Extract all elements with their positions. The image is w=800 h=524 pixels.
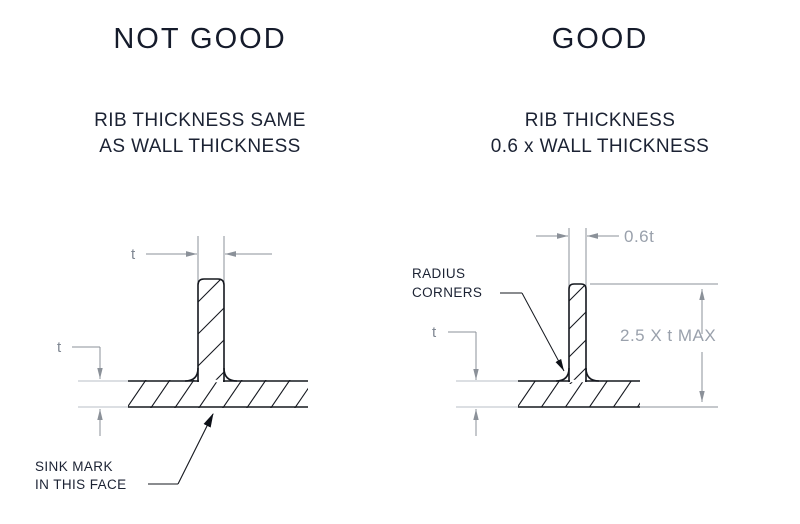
rib-section-good xyxy=(555,283,600,384)
rib-thickness-label-not-good: t xyxy=(131,246,136,263)
rib-thickness-dimension-good: 0.6t xyxy=(536,227,654,292)
panel-title-good: GOOD xyxy=(551,23,649,55)
rib-section-not-good xyxy=(184,278,238,383)
panel-title-not-good: NOT GOOD xyxy=(113,23,287,55)
subtitle-line-2: 0.6 x WALL THICKNESS xyxy=(490,136,710,157)
panel-not-good: NOT GOOD RIB THICKNESS SAME AS WALL THIC… xyxy=(0,23,400,492)
drawing-not-good: t t xyxy=(35,236,308,492)
wall-thickness-dimension-good: t xyxy=(432,324,518,436)
wall-thickness-dimension-not-good: t xyxy=(57,339,128,436)
callout-radius-corners: RADIUS CORNERS xyxy=(412,266,565,372)
sink-mark-line-2: IN THIS FACE xyxy=(35,477,127,492)
callout-sink-mark: SINK MARK IN THIS FACE xyxy=(35,413,214,492)
subtitle-line-2: AS WALL THICKNESS xyxy=(99,136,301,157)
panel-good: GOOD RIB THICKNESS 0.6 x WALL THICKNESS xyxy=(400,0,800,524)
wall-thickness-label-not-good: t xyxy=(57,339,62,356)
rib-height-dimension-good: 2.5 X t MAX xyxy=(590,283,718,408)
panel-subtitle-good: RIB THICKNESS 0.6 x WALL THICKNESS xyxy=(400,108,800,160)
sink-mark-line-1: SINK MARK xyxy=(35,459,113,474)
radius-corners-line-2: CORNERS xyxy=(412,285,482,300)
rib-thickness-label-good: 0.6t xyxy=(624,227,654,246)
rib-height-label-good: 2.5 X t MAX xyxy=(620,326,716,345)
drawing-good: 0.6t t 2.5 X t xyxy=(400,0,800,524)
wall-thickness-label-good: t xyxy=(432,324,437,341)
panel-subtitle-not-good: RIB THICKNESS SAME AS WALL THICKNESS xyxy=(0,108,400,160)
subtitle-line-1: RIB THICKNESS SAME xyxy=(94,110,306,131)
subtitle-line-1: RIB THICKNESS xyxy=(524,110,676,131)
radius-corners-line-1: RADIUS xyxy=(412,266,465,281)
rib-thickness-dimension-not-good: t xyxy=(131,236,272,290)
